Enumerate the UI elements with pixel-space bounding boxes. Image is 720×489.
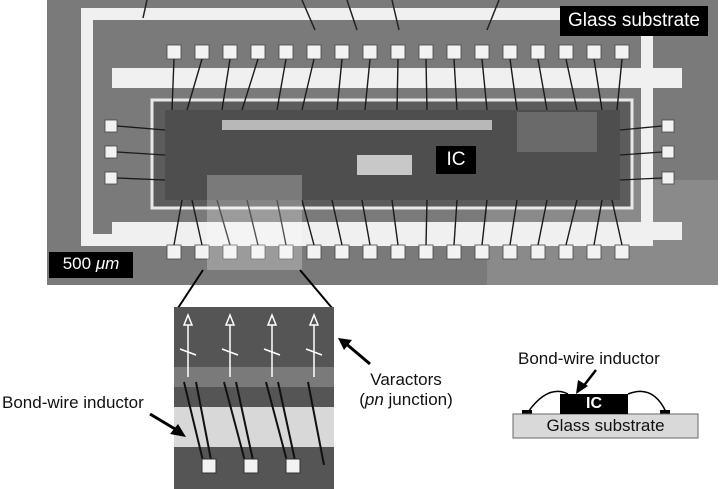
inductor-arrow	[149, 412, 186, 437]
varactors-label-line2: (pn junction)	[356, 390, 456, 410]
varactors-junction: junction)	[383, 390, 453, 409]
glass-substrate-label: Glass substrate	[560, 6, 708, 36]
varactors-label: Varactors (pn junction)	[356, 370, 456, 410]
zoom-connector	[177, 269, 333, 309]
cross-section-ic: IC	[560, 394, 628, 414]
varactors-paren-open: (	[359, 390, 365, 409]
scale-bar-value: 500	[62, 254, 92, 273]
scale-bar-unit: μm	[95, 254, 120, 273]
bond-wire-inductor-label: Bond-wire inductor	[2, 393, 144, 412]
zoomed-inset	[174, 307, 334, 489]
cross-section-diagram	[512, 369, 699, 439]
ic-label: IC	[436, 146, 476, 174]
chip-micrograph	[47, 0, 718, 285]
cross-section-bond-wire-label: Bond-wire inductor	[518, 349, 660, 368]
varactors-label-line1: Varactors	[370, 370, 442, 389]
varactor-arrow	[338, 338, 371, 366]
varactors-pn: pn	[364, 390, 384, 409]
cross-section-glass-label: Glass substrate	[546, 416, 665, 435]
scale-bar-label: 500 μm	[49, 252, 133, 278]
